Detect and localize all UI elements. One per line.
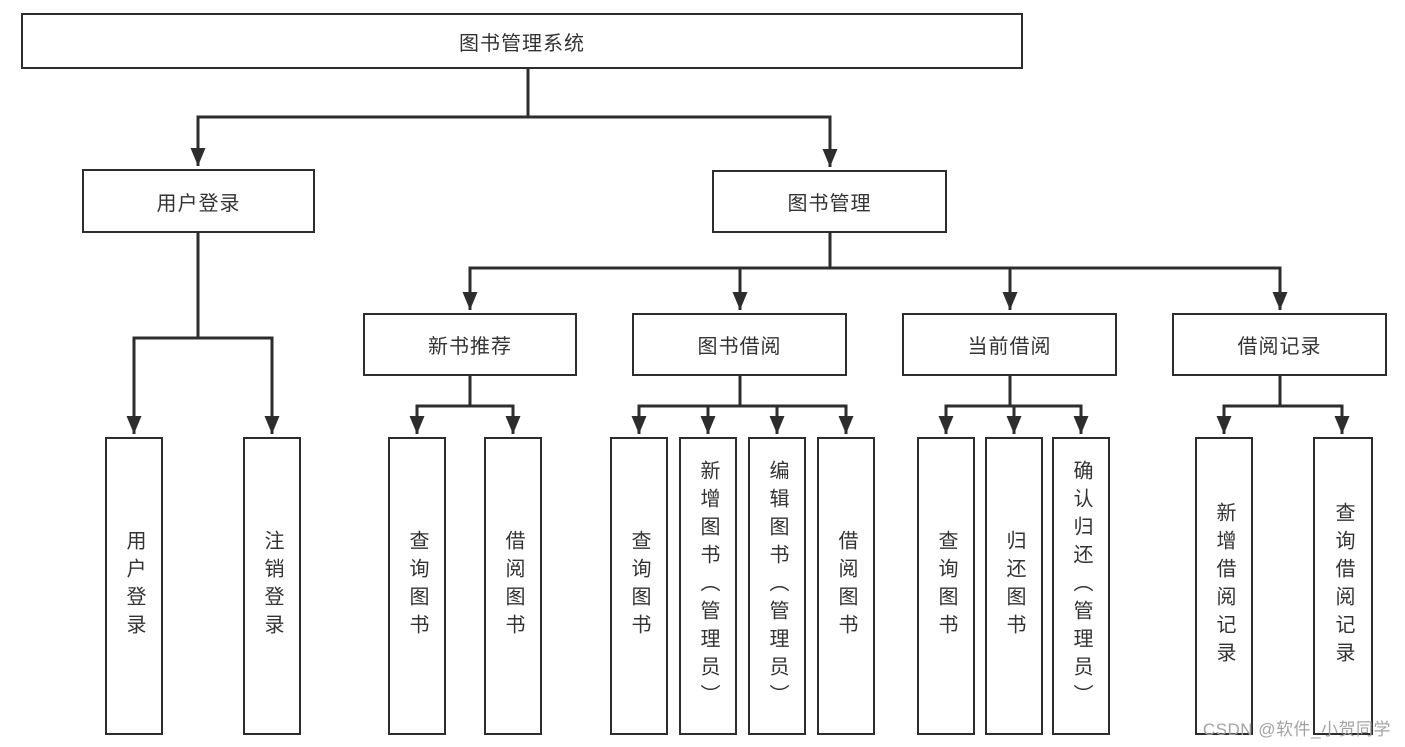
node-label: 借阅记录 [1237,336,1322,358]
leaf-query-books-current: 查询图书 [917,437,975,735]
node-label: 借阅图书 [502,530,524,642]
node-label: 归还图书 [1003,530,1025,642]
node-borrowing-records: 借阅记录 [1172,313,1387,376]
watermark: CSDN @软件_小贺同学 [1202,720,1391,739]
leaf-borrow-books-recommend: 借阅图书 [484,437,542,735]
node-current-borrowing: 当前借阅 [902,313,1117,376]
leaf-borrow-books: 借阅图书 [817,437,875,735]
node-label: 图书管理 [787,193,872,215]
leaf-user-login: 用户登录 [105,437,163,735]
node-label: 新增图书（管理员） [697,460,719,712]
node-label: 注销登录 [261,530,283,642]
node-label: 图书管理系统 [459,32,585,55]
node-label: 用户登录 [156,192,241,215]
leaf-add-borrow-record: 新增借阅记录 [1195,437,1253,735]
node-label: 用户登录 [123,530,145,642]
node-label: 图书借阅 [697,336,782,358]
leaf-return-books: 归还图书 [985,437,1043,735]
node-label: 当前借阅 [967,336,1052,358]
node-label: 编辑图书（管理员） [766,460,788,712]
leaf-query-books-recommend: 查询图书 [388,437,446,735]
node-label: 新增借阅记录 [1213,502,1235,670]
node-user-login: 用户登录 [82,169,315,233]
node-book-management: 图书管理 [712,170,947,233]
node-label: 新书推荐 [428,336,512,358]
node-new-book-recommendation: 新书推荐 [363,313,577,376]
node-label: 查询图书 [935,530,957,642]
leaf-confirm-return-admin: 确认归还（管理员） [1052,437,1110,735]
node-label: 查询图书 [628,530,650,642]
leaf-query-books-borrowing: 查询图书 [610,437,668,735]
node-label: 查询借阅记录 [1332,502,1354,670]
node-label: 查询图书 [406,530,428,642]
leaf-logout: 注销登录 [243,437,301,735]
node-label: 借阅图书 [835,530,857,642]
node-label: 确认归还（管理员） [1070,460,1092,712]
leaf-edit-books-admin: 编辑图书（管理员） [748,437,806,735]
leaf-add-books-admin: 新增图书（管理员） [679,437,737,735]
node-library-management-system: 图书管理系统 [21,13,1023,69]
leaf-query-borrow-record: 查询借阅记录 [1313,437,1373,735]
node-book-borrowing: 图书借阅 [632,313,847,376]
